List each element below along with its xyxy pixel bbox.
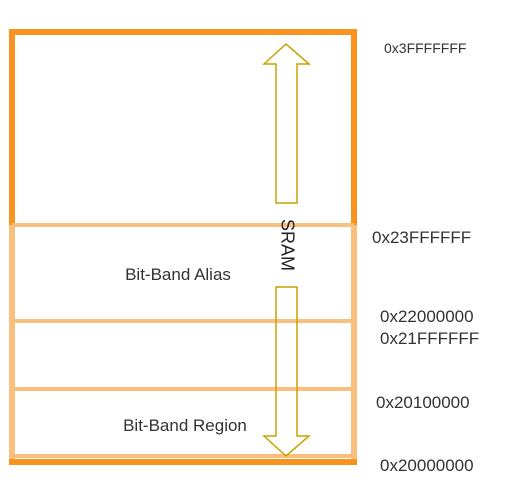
sram-outer-block [9,29,357,465]
address-alias-start: 0x22000000 [380,307,474,326]
address-region-end: 0x20100000 [376,393,470,412]
bit-band-region-label: Bit-Band Region [123,416,247,435]
arrow-up-icon [262,42,312,204]
arrow-down-icon [262,286,312,458]
sram-label: SRAM [277,219,297,271]
address-top: 0x3FFFFFFF [384,40,466,56]
bit-band-alias-label: Bit-Band Alias [125,265,231,284]
address-gap-end: 0x21FFFFFF [380,329,479,348]
address-base: 0x20000000 [380,456,474,475]
address-alias-end: 0x23FFFFFF [372,228,471,247]
